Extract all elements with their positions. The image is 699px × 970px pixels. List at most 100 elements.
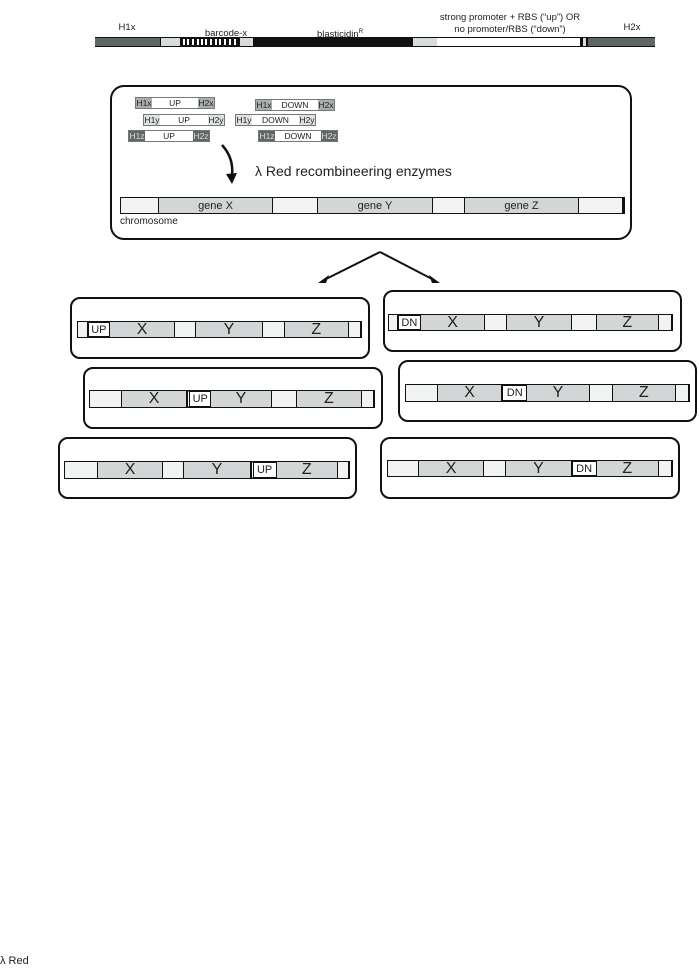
- insert-dn: DN: [571, 461, 597, 476]
- gene-z: Z: [596, 315, 660, 330]
- h2x-label: H2x: [623, 22, 641, 33]
- barcode-label: barcode-x: [204, 28, 248, 39]
- outcome-panel: [383, 290, 682, 352]
- intergenic-region: [589, 385, 613, 401]
- construct-mid: DOWN: [252, 115, 299, 125]
- cassette-segment: [413, 38, 437, 46]
- intergenic-region: [433, 198, 465, 213]
- promoter-label-1: strong promoter + RBS (“up”) OR: [439, 12, 581, 23]
- footer-label: λ Red: [0, 955, 29, 967]
- barcode-stripe: [183, 39, 185, 45]
- barcode-stripe: [201, 39, 203, 45]
- intergenic-region: [579, 198, 623, 213]
- gene-z: Z: [276, 462, 339, 478]
- insert-up: UP: [87, 322, 110, 337]
- intergenic-region: [349, 322, 361, 337]
- cassette-segment: [240, 38, 253, 46]
- intergenic-region: [388, 461, 419, 476]
- gene-y: Y: [196, 322, 263, 337]
- construct-left: H1y: [236, 115, 252, 125]
- construct-left: H1y: [144, 115, 160, 125]
- gene-z: gene Z: [465, 198, 579, 213]
- gene-y: gene Y: [318, 198, 433, 213]
- cassette-bar: [95, 37, 655, 47]
- construct-left: H1x: [256, 100, 272, 110]
- gene-z: Z: [596, 461, 660, 476]
- intergenic-region: [484, 461, 507, 476]
- insert-dn: DN: [397, 315, 421, 330]
- blasticidin-label: blasticidinR: [317, 29, 363, 40]
- intergenic-region: [163, 462, 185, 478]
- construct-right: H2y: [299, 115, 315, 125]
- intergenic-region: [362, 391, 375, 407]
- insert-up: UP: [250, 462, 277, 478]
- intergenic-region: [389, 315, 398, 330]
- blasticidin-text: blasticidin: [316, 29, 359, 41]
- recombineering-panel: [110, 85, 632, 240]
- gene-y: Y: [506, 461, 572, 476]
- gene-z: Z: [612, 385, 677, 401]
- barcode-stripe: [234, 39, 236, 45]
- barcode-stripe: [224, 39, 226, 45]
- barcode-stripe: [219, 39, 221, 45]
- construct-mid: UP: [152, 98, 198, 108]
- barcode-stripe: [197, 39, 199, 45]
- intergenic-region: [90, 391, 122, 407]
- insert-dn: DN: [502, 385, 528, 401]
- construct-mid: DOWN: [272, 100, 318, 110]
- cassette-segment: [583, 38, 586, 46]
- outcome-panel: [380, 437, 680, 499]
- curved-arrow-icon: [221, 144, 237, 184]
- promoter-label-2: no promoter/RBS (“down”): [454, 24, 566, 35]
- gene-x: X: [121, 391, 188, 407]
- enzyme-text: recombineering enzymes: [295, 163, 452, 179]
- cassette-segment: [161, 38, 180, 46]
- construct-left: H1z: [259, 131, 275, 141]
- construct-mid: DOWN: [275, 131, 321, 141]
- outcome-panel: [398, 360, 697, 422]
- intergenic-region: [121, 198, 159, 213]
- intergenic-region: [78, 322, 88, 337]
- barcode-stripe: [192, 39, 194, 45]
- barcode-stripe: [229, 39, 231, 45]
- construct-left: H1z: [129, 131, 145, 141]
- split-arrows-icon: [318, 251, 440, 283]
- construct-mid: UP: [160, 115, 208, 125]
- intergenic-region: [65, 462, 98, 478]
- gene-x: X: [437, 385, 503, 401]
- barcode-stripe: [205, 39, 207, 45]
- gene-z: Z: [296, 391, 363, 407]
- intergenic-region: [676, 385, 689, 401]
- gene-x: X: [97, 462, 164, 478]
- barcode-stripe: [187, 39, 189, 45]
- cassette-segment: [253, 38, 413, 46]
- construct-right: H2z: [193, 131, 209, 141]
- intergenic-region: [659, 461, 672, 476]
- intergenic-region: [175, 322, 197, 337]
- intergenic-region: [485, 315, 508, 330]
- intergenic-region: [273, 198, 318, 213]
- construct-mid: UP: [145, 131, 193, 141]
- outcome-panel: [83, 367, 383, 429]
- chromosome-label: chromosome: [120, 216, 178, 227]
- construct-left: H1x: [136, 98, 152, 108]
- construct-right: H2z: [321, 131, 337, 141]
- gene-y: Y: [527, 385, 590, 401]
- gene-y: Y: [184, 462, 251, 478]
- lambda-red-text: λ Red: [255, 163, 292, 179]
- intergenic-region: [338, 462, 349, 478]
- outcome-panel: [58, 437, 357, 499]
- barcode-stripe: [210, 39, 212, 45]
- intergenic-region: [659, 315, 672, 330]
- cassette-segment: [437, 38, 580, 46]
